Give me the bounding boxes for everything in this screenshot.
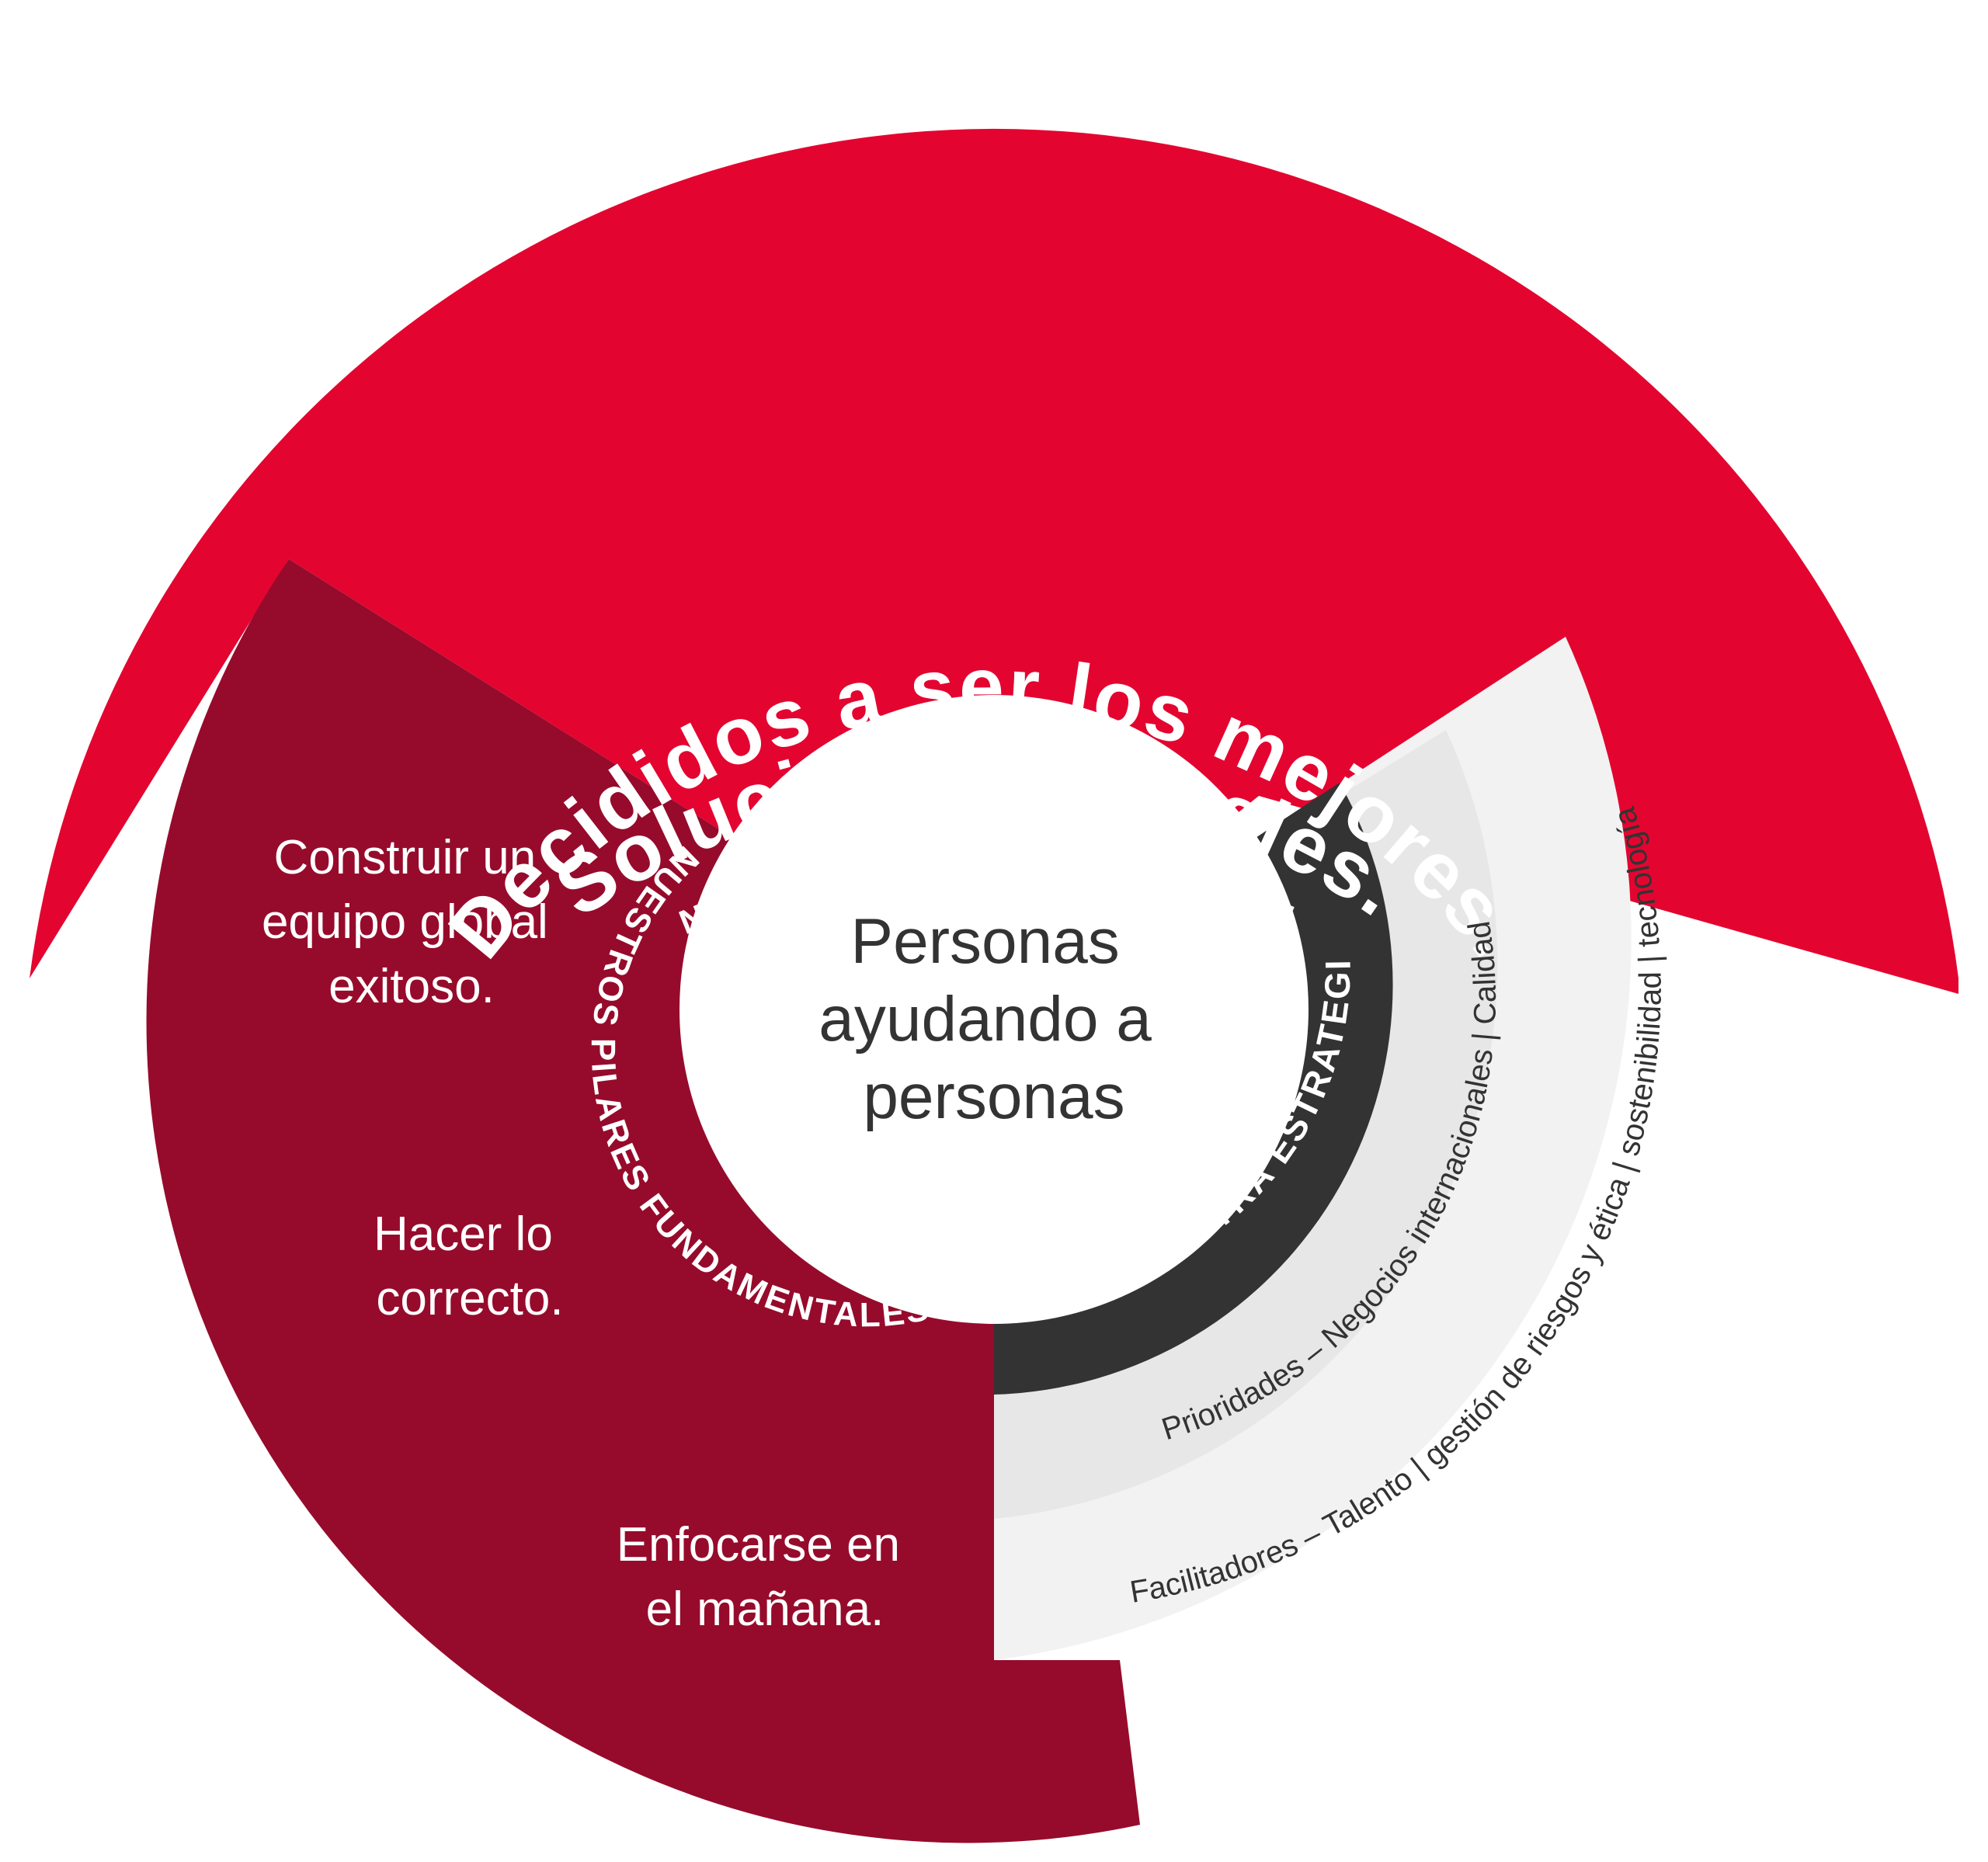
purpose-circle: [679, 695, 1309, 1324]
pillar-2: Hacer lo correcto.: [374, 1207, 566, 1325]
purpose-statement: Personas ayudando a personas: [818, 906, 1169, 1132]
pillar-1: Construir un equipo global exitoso.: [262, 831, 561, 1013]
pillars-segment: [146, 559, 1140, 1843]
pillar-3: Enfocarse en el mañana.: [617, 1518, 914, 1636]
